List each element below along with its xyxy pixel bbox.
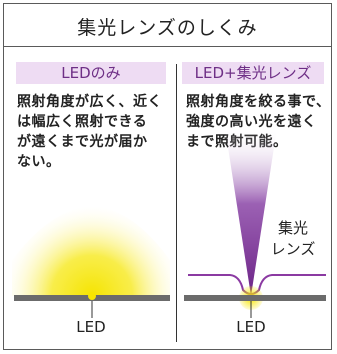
left-desc-line: 照射角度が広く、近く bbox=[17, 94, 162, 110]
tab-led-lens: LED+集光レンズ bbox=[182, 62, 324, 84]
left-desc-line: ない。 bbox=[17, 154, 61, 170]
right-desc-line: 照射角度を絞る事で、 bbox=[186, 94, 331, 110]
lens-label-line: レンズ bbox=[270, 240, 316, 258]
left-description: 照射角度が広く、近く は幅広く照射できる が遠くまで光が届か ない。 bbox=[17, 92, 170, 172]
wide-light-cone bbox=[12, 206, 170, 296]
tab-led-only: LEDのみ bbox=[16, 62, 166, 84]
left-desc-line: は幅広く照射できる bbox=[17, 114, 148, 130]
lens-label-line: 集光 bbox=[277, 219, 308, 237]
title-divider bbox=[4, 46, 331, 47]
left-led-dot bbox=[88, 292, 96, 300]
diagram-title: 集光レンズのしくみ bbox=[77, 17, 258, 39]
focused-beam bbox=[225, 128, 277, 296]
led-label-left: LED bbox=[76, 318, 106, 336]
lens-label: 集光 レンズ bbox=[268, 218, 318, 260]
left-desc-line: が遠くまで光が届か bbox=[17, 134, 148, 150]
right-desc-line: 強度の高い光を遠く bbox=[186, 114, 317, 130]
panel-divider bbox=[176, 64, 177, 342]
led-label-right: LED bbox=[236, 318, 266, 336]
right-base-plate bbox=[184, 295, 326, 301]
